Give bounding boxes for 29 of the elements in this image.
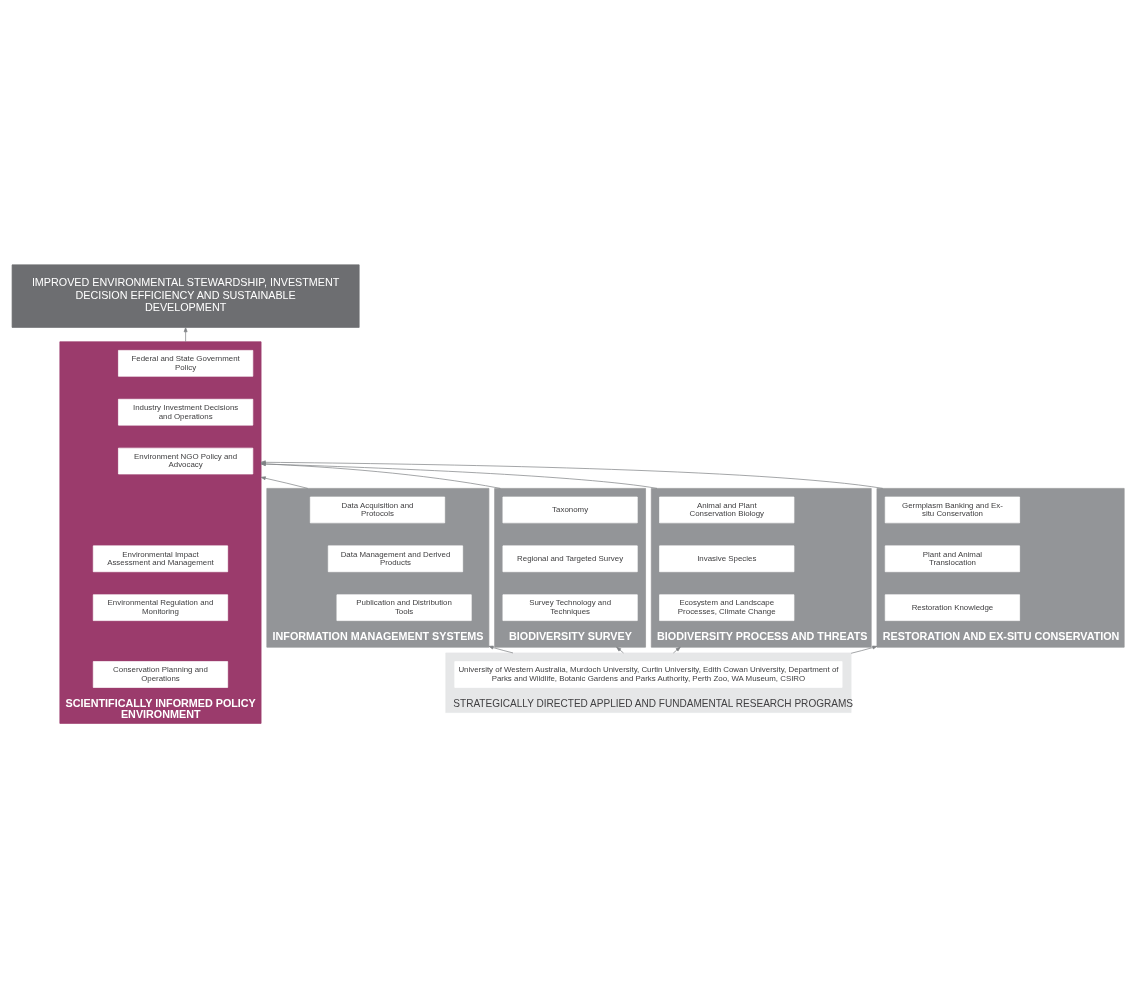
node-box: Taxonomy: [502, 496, 638, 524]
node-box: Invasive Species: [659, 545, 795, 573]
arrow: [488, 645, 514, 654]
arrow: [260, 462, 501, 489]
node-box: University of Western Australia, Murdoch University, Curtin University, Edith Cowan University, Department of Parks and Wildlife, Botanic Gardens and Parks Authority, Perth Zoo, WA Museum, CSIRO: [454, 661, 843, 688]
arrow: [260, 476, 309, 489]
node-box: Federal and State Government Policy: [118, 350, 254, 377]
node-box: IMPROVED ENVIRONMENTAL STEWARDSHIP, INVESTMENT DECISION EFFICIENCY AND SUSTAINABLE DEVELOPMENT: [11, 264, 360, 328]
node-box: Restoration Knowledge: [884, 594, 1020, 621]
node-box: Environmental Regulation and Monitoring: [92, 594, 228, 621]
node-box: Animal and Plant Conservation Biology: [659, 496, 795, 524]
node-box: Regional and Targeted Survey: [502, 545, 638, 573]
node-box: Environmental Impact Assessment and Management: [92, 545, 228, 573]
arrow: [183, 327, 188, 343]
arrow: [260, 462, 658, 489]
node-box: Ecosystem and Landscape Processes, Climate Change: [659, 594, 795, 621]
node-box: Publication and Distribution Tools: [336, 594, 472, 621]
arrow: [260, 460, 884, 489]
node-box: Conservation Planning and Operations: [92, 661, 228, 688]
node-box: Data Management and Derived Products: [327, 545, 464, 573]
node-box: Plant and Animal Translocation: [884, 545, 1020, 573]
arrow: [616, 646, 624, 654]
node-box: Germplasm Banking and Ex-situ Conservation: [884, 496, 1020, 524]
node-box: Data Acquisition and Protocols: [309, 496, 446, 524]
node-box: Industry Investment Decisions and Operations: [118, 398, 254, 426]
node-box: Environment NGO Policy and Advocacy: [118, 447, 254, 475]
node-box: Survey Technology and Techniques: [502, 594, 638, 621]
arrow: [850, 645, 878, 654]
arrow: [673, 646, 681, 654]
